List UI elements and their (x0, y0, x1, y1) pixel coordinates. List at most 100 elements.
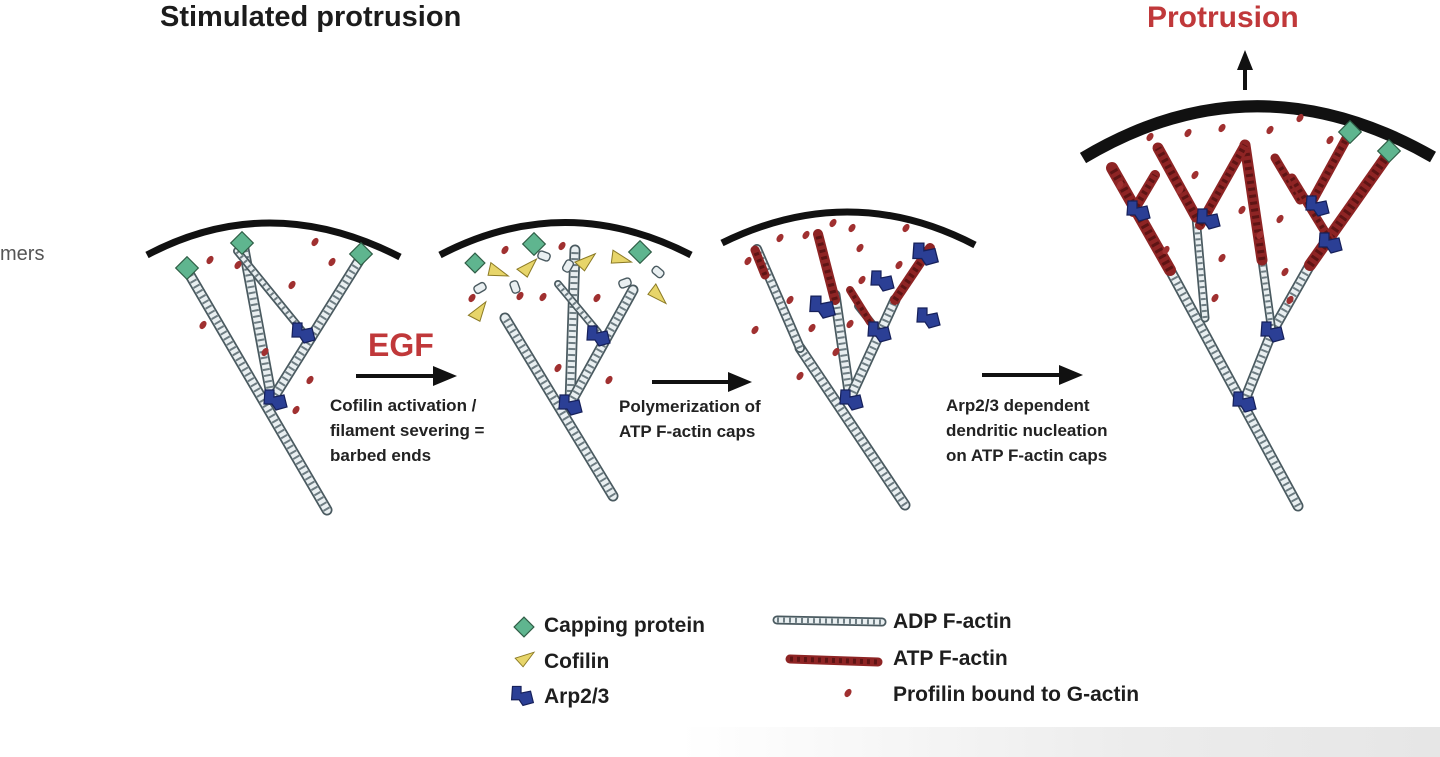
atp-f-actin-filament (750, 245, 770, 280)
severed-fragment (473, 281, 487, 295)
arp23-shape (263, 389, 288, 411)
filament-beads (1241, 144, 1266, 261)
capping-protein-icon (348, 241, 374, 267)
filament-beads (269, 254, 365, 402)
arp23-shape (291, 322, 316, 344)
filament-beads (566, 249, 579, 405)
filament-beads (1154, 146, 1200, 219)
atp-f-actin-filament (1305, 127, 1355, 210)
severed-fragment (651, 265, 665, 279)
arrow-right-icon (356, 366, 457, 386)
atp-f-actin-filament (813, 229, 840, 305)
profilin-g-actin-dot (1218, 253, 1226, 263)
cofilin-icon (467, 300, 487, 322)
profilin-g-actin-dot (311, 237, 319, 247)
profilin-g-actin-dot (802, 230, 810, 240)
step-line: ATP F-actin caps (619, 422, 756, 441)
capping-protein-icon (174, 255, 200, 281)
arp23-icon (263, 389, 288, 411)
profilin-g-actin-dot (744, 256, 752, 266)
step-arp23-nucleation: Arp2/3 dependent dendritic nucleation on… (946, 393, 1108, 468)
cofilin-icon (647, 283, 668, 305)
adp-f-actin-filament (181, 264, 333, 516)
profilin-g-actin-dot (844, 688, 852, 698)
arp23-icon (912, 242, 939, 266)
profilin-g-actin-dot (288, 280, 296, 290)
egf-label: EGF (368, 327, 434, 363)
arp23-icon (586, 325, 611, 347)
filament-beads (1240, 330, 1276, 404)
arp23-icon (291, 322, 316, 344)
filament-beads (183, 268, 331, 512)
arp23-shape (586, 325, 611, 347)
filament-beads (1259, 259, 1275, 333)
cofilin-shape (516, 257, 538, 278)
profilin-g-actin-dot (593, 293, 601, 303)
profilin-g-actin-dot (1238, 205, 1246, 215)
profilin-g-actin-dot (1276, 214, 1284, 224)
capping-protein-icon (1376, 138, 1402, 164)
step-line: filament severing = (330, 421, 485, 440)
arrow-right-icon (652, 372, 752, 392)
profilin-g-actin-dot (1281, 267, 1289, 277)
capping-protein-icon (521, 231, 547, 257)
profilin-g-actin-dot (516, 291, 524, 301)
step-cofilin-activation: Cofilin activation / filament severing =… (330, 393, 484, 468)
capping-protein-icon (1337, 119, 1363, 145)
profilin-g-actin-dot (856, 243, 864, 253)
profilin-g-actin-dot (848, 223, 856, 233)
profilin-g-actin-dot (328, 257, 336, 267)
profilin-g-actin-dot (199, 320, 207, 330)
filament-body (846, 286, 874, 326)
cofilin-shape (487, 261, 510, 277)
step-line: Polymerization of (619, 397, 761, 416)
arp23-icon (558, 394, 583, 416)
profilin-g-actin-dot (261, 347, 269, 357)
adp-f-actin-filament (233, 247, 307, 336)
profilin-g-actin-dot (1191, 170, 1199, 180)
arp23-icon (1196, 208, 1221, 230)
cofilin-shape (647, 283, 668, 305)
capping-protein-icon (464, 252, 486, 274)
arrow-right-icon (982, 365, 1083, 385)
cofilin-shape (573, 252, 597, 272)
capping-protein-icon (513, 616, 535, 638)
profilin-g-actin-dot (796, 371, 804, 381)
title-protrusion: Protrusion (1147, 1, 1299, 34)
arp23-shape (558, 394, 583, 416)
atp-f-actin-filament (1152, 142, 1202, 223)
cofilin-shape (467, 300, 487, 322)
profilin-g-actin-dot (786, 295, 794, 305)
cofilin-icon (610, 249, 634, 264)
profilin-g-actin-dot (1184, 128, 1192, 138)
step-polymerization: Polymerization of ATP F-actin caps (619, 394, 761, 444)
arp23-shape (1232, 391, 1257, 413)
step-line: Cofilin activation / (330, 396, 477, 415)
profilin-g-actin-dot (1326, 135, 1334, 145)
adp-f-actin-filament (772, 615, 887, 627)
profilin-g-actin-dot (468, 293, 476, 303)
arp23-shape (1318, 232, 1343, 254)
background-shade (680, 727, 1440, 757)
filament-beads (1166, 268, 1302, 508)
adp-f-actin-filament (1238, 326, 1278, 408)
title-stimulated-protrusion: Stimulated protrusion (160, 1, 462, 33)
filament-beads (566, 288, 637, 406)
cofilin-icon (573, 252, 597, 272)
arrow-up-icon (1237, 50, 1253, 90)
profilin-g-actin-dot (1162, 245, 1170, 255)
profilin-g-actin-dot (1176, 185, 1184, 195)
profilin-g-actin-dot (832, 347, 840, 357)
arp23-icon (870, 270, 895, 292)
membrane-edge (1079, 100, 1436, 164)
atp-f-actin-filament (785, 654, 883, 667)
filament-beads (1193, 216, 1208, 319)
profilin-g-actin-dot (292, 405, 300, 415)
arp23-icon (867, 321, 892, 343)
legend-profilin-label: Profilin bound to G-actin (893, 683, 1140, 706)
arp23-icon (1260, 321, 1285, 343)
cofilin-icon (516, 257, 538, 278)
arp23-shape (1126, 200, 1151, 222)
capping-protein-icon (229, 230, 255, 256)
